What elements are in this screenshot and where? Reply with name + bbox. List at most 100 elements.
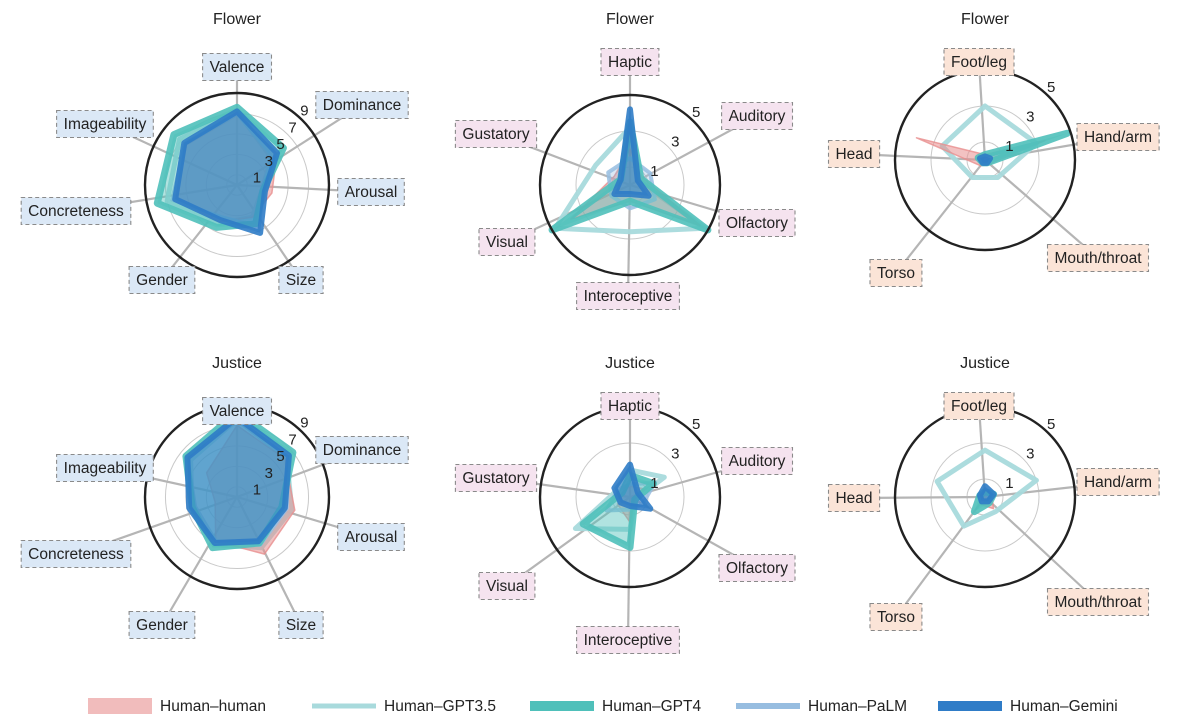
dimension-label-box — [20, 196, 132, 226]
dimension-label-text: Auditory — [729, 453, 786, 470]
dimension-label-box — [1046, 243, 1150, 273]
dimension-label-box — [128, 265, 196, 295]
dimension-label-box — [278, 265, 324, 295]
tick-label: 3 — [265, 465, 273, 482]
dimension-label-text: Dominance — [323, 442, 401, 459]
legend-swatch — [736, 703, 800, 709]
dimension-label: Imageability — [56, 109, 154, 139]
tick-label: 5 — [1047, 416, 1055, 433]
dimension-label: Concreteness — [20, 196, 132, 226]
dimension-label-box — [278, 610, 324, 640]
dimension-label-box — [869, 258, 923, 288]
dimension-label-box — [478, 227, 536, 257]
dimension-label-text: Interoceptive — [584, 288, 673, 305]
tick-label: 5 — [1047, 79, 1055, 96]
dimension-label-box — [721, 101, 794, 131]
dimension-label-text: Head — [835, 146, 872, 163]
radar-panel: Justice135HapticAuditoryOlfactoryInteroc… — [454, 355, 796, 655]
dimension-label-box — [315, 435, 409, 465]
dimension-label-text: Haptic — [608, 398, 652, 415]
legend-label: Human–GPT3.5 — [384, 698, 496, 715]
dimension-label-box — [337, 177, 405, 207]
series-gemini-polygon — [172, 108, 280, 236]
legend-item-gemini: Human–Gemini — [938, 698, 1118, 715]
legend-label: Human–GPT4 — [602, 698, 701, 715]
dimension-label-box — [454, 119, 538, 149]
dimension-label: Gustatory — [454, 463, 538, 493]
dimension-label: Hand/arm — [1076, 122, 1160, 152]
dimension-label: Visual — [478, 571, 536, 601]
dimension-label: Head — [827, 139, 881, 169]
legend-swatch — [530, 701, 594, 711]
radar-panel: Flower135HapticAuditoryOlfactoryInteroce… — [454, 11, 796, 311]
dimension-label: Haptic — [600, 47, 660, 77]
dimension-label: Haptic — [600, 391, 660, 421]
dimension-label-box — [1046, 587, 1150, 617]
axis-spoke — [984, 496, 1099, 603]
legend-item-palm: Human–PaLM — [736, 698, 907, 715]
legend-swatch — [938, 701, 1002, 711]
dimension-label-text: Concreteness — [28, 546, 124, 563]
dimension-label-box — [56, 109, 154, 139]
dimension-label: Valence — [202, 396, 273, 426]
dimension-label: Dominance — [315, 435, 409, 465]
dimension-label-box — [128, 610, 196, 640]
dimension-label-box — [943, 47, 1015, 77]
dimension-label-box — [576, 625, 680, 655]
axis-spoke — [984, 159, 1099, 259]
dimension-label: Olfactory — [718, 208, 796, 238]
dimension-label-box — [1076, 122, 1160, 152]
dimension-label-box — [202, 52, 273, 82]
dimension-label-text: Valence — [210, 59, 265, 76]
series-gemini-polygon — [976, 483, 997, 505]
dimension-label-box — [943, 391, 1015, 421]
dimension-label-text: Mouth/throat — [1054, 594, 1142, 611]
dimension-label-text: Imageability — [64, 116, 147, 133]
legend-item-human: Human–human — [88, 698, 266, 715]
dimension-label-box — [202, 396, 273, 426]
dimension-label-text: Concreteness — [28, 203, 124, 220]
dimension-label-box — [827, 139, 881, 169]
dimension-label: Interoceptive — [576, 281, 680, 311]
series-gemini-polygon — [611, 461, 654, 512]
series-gemini-polygon — [184, 414, 292, 546]
tick-label: 3 — [265, 153, 273, 170]
dimension-label: Mouth/throat — [1046, 587, 1150, 617]
dimension-label-text: Head — [835, 490, 872, 507]
dimension-label: Gender — [128, 610, 196, 640]
dimension-label-text: Gustatory — [462, 470, 529, 487]
dimension-label: Torso — [869, 258, 923, 288]
legend-swatch — [88, 698, 152, 714]
tick-label: 7 — [288, 431, 296, 448]
panel-title: Flower — [606, 11, 655, 28]
tick-label: 1 — [1005, 475, 1013, 492]
dimension-label-box — [718, 553, 796, 583]
series-gpt35-polygon — [939, 103, 1039, 180]
dimension-label-box — [869, 602, 923, 632]
dimension-label-box — [721, 446, 794, 476]
dimension-label: Gender — [128, 265, 196, 295]
dimension-label-text: Olfactory — [726, 560, 788, 577]
series-gemini-polygon — [611, 106, 652, 199]
legend-item-gpt4: Human–GPT4 — [530, 698, 701, 715]
dimension-label-box — [600, 47, 660, 77]
dimension-label-text: Olfactory — [726, 215, 788, 232]
legend-label: Human–human — [160, 698, 266, 715]
dimension-label: Auditory — [721, 101, 794, 131]
dimension-label: Interoceptive — [576, 625, 680, 655]
dimension-label-text: Gender — [136, 617, 188, 634]
tick-label: 9 — [300, 415, 308, 432]
legend-item-gpt35: Human–GPT3.5 — [312, 698, 496, 715]
dimension-label-text: Hand/arm — [1084, 474, 1152, 491]
dimension-label-text: Size — [286, 617, 316, 634]
legend-label: Human–Gemini — [1010, 698, 1118, 715]
dimension-label-text: Auditory — [729, 108, 786, 125]
dimension-label-text: Foot/leg — [951, 54, 1007, 71]
panel-title: Justice — [212, 355, 262, 372]
dimension-label-box — [576, 281, 680, 311]
panel-title: Justice — [960, 355, 1010, 372]
legend-label: Human–PaLM — [808, 698, 907, 715]
tick-label: 3 — [1026, 109, 1034, 126]
dimension-label: Foot/leg — [943, 47, 1015, 77]
radar-panel: Flower135Foot/legHand/armMouth/throatTor… — [827, 11, 1160, 288]
